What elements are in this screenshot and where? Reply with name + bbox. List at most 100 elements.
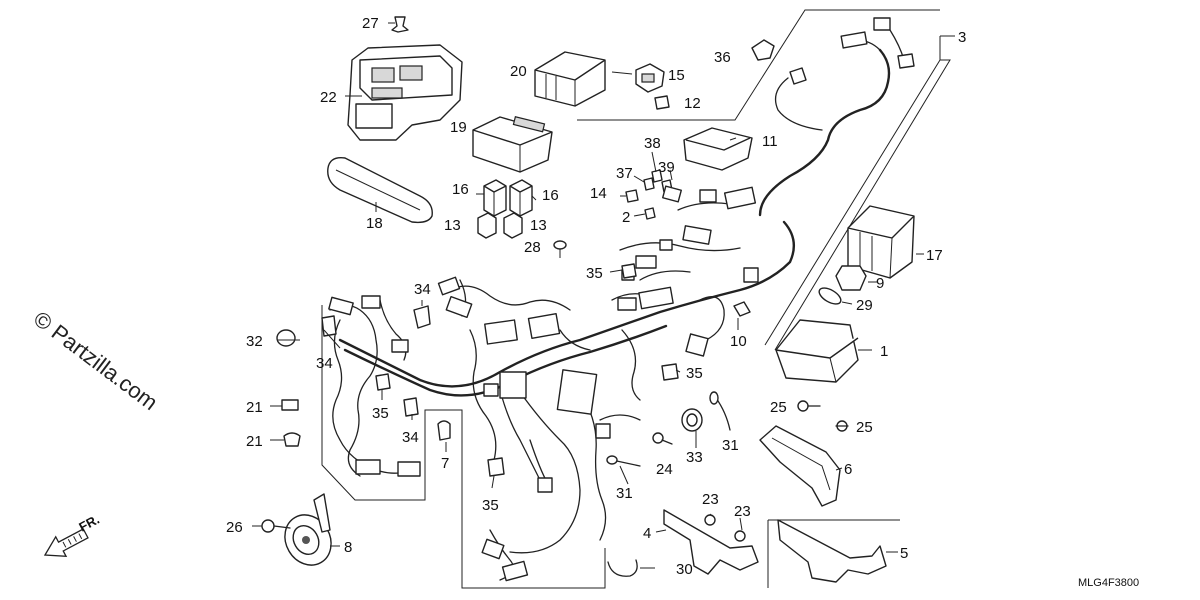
callout-13b: 13 [530, 217, 547, 234]
part-3-sub-harness[interactable] [758, 17, 915, 217]
part-16-relay-left[interactable] [483, 179, 507, 217]
part-37-fuse[interactable] [643, 177, 655, 191]
callout-30: 30 [676, 561, 693, 578]
callout-22: 22 [320, 89, 337, 106]
callout-23a: 23 [702, 491, 719, 508]
callout-34c: 34 [402, 429, 419, 446]
part-35-clamp-lower[interactable] [487, 457, 505, 477]
part-38-fuse[interactable] [651, 169, 663, 183]
callout-7: 7 [441, 455, 449, 472]
part-19-ecu[interactable] [472, 116, 553, 173]
part-15-connector[interactable] [635, 63, 665, 93]
part-28-screw[interactable] [553, 240, 567, 258]
part-8-horn[interactable] [276, 493, 340, 574]
callout-26: 26 [226, 519, 243, 536]
part-31-band-lower[interactable] [606, 455, 641, 467]
callout-21a: 21 [246, 399, 263, 416]
part-2-fuse[interactable] [644, 207, 656, 220]
callout-14: 14 [590, 185, 607, 202]
callout-35d: 35 [482, 497, 499, 514]
part-33-grommet[interactable] [681, 408, 703, 448]
part-24-bolt[interactable] [652, 432, 673, 445]
callout-34a: 34 [414, 281, 431, 298]
part-25-bolt-lower[interactable] [835, 420, 849, 432]
part-18-cover[interactable] [327, 157, 433, 224]
part-17-control-unit[interactable] [847, 205, 915, 279]
part-12-fuse[interactable] [654, 95, 670, 110]
callout-31b: 31 [616, 485, 633, 502]
callout-8: 8 [344, 539, 352, 556]
part-10-connector[interactable] [733, 301, 751, 330]
callout-24: 24 [656, 461, 673, 478]
part-34-clamp-lower[interactable] [403, 397, 419, 417]
leader-lines [252, 35, 955, 531]
part-34-clamp-left[interactable] [321, 315, 337, 337]
callout-9: 9 [876, 275, 884, 292]
part-13-relay-left[interactable] [477, 212, 497, 239]
part-20-module[interactable] [534, 51, 606, 107]
callout-23b: 23 [734, 503, 751, 520]
callout-27: 27 [362, 15, 379, 32]
part-9-connector[interactable] [835, 265, 878, 291]
callout-28: 28 [524, 239, 541, 256]
part-34-clamp-upper[interactable] [413, 305, 431, 329]
callout-20: 20 [510, 63, 527, 80]
callout-37: 37 [616, 165, 633, 182]
part-16-relay-right[interactable] [509, 179, 533, 217]
part-35-clamp-upper[interactable] [621, 263, 637, 279]
callout-16b: 16 [542, 187, 559, 204]
part-29-clip[interactable] [817, 285, 853, 307]
callout-3: 3 [958, 29, 966, 46]
front-direction-arrow: FR. [43, 512, 102, 557]
main-wire-harness[interactable] [328, 185, 796, 582]
callout-19: 19 [450, 119, 467, 136]
part-31-band-upper[interactable] [709, 391, 731, 431]
part-32-grommet[interactable] [276, 329, 296, 347]
part-21-clamp-lower[interactable] [283, 432, 301, 447]
part-7-clamp[interactable] [437, 420, 451, 452]
callout-1: 1 [880, 343, 888, 360]
part-1-regulator[interactable] [775, 319, 872, 383]
callout-5: 5 [900, 545, 908, 562]
callout-18: 18 [366, 215, 383, 232]
callout-36: 36 [714, 49, 731, 66]
part-23-bolt-right[interactable] [734, 530, 746, 542]
part-36-clip[interactable] [751, 39, 775, 61]
callout-38: 38 [644, 135, 661, 152]
callout-2: 2 [622, 209, 630, 226]
callout-33: 33 [686, 449, 703, 466]
callout-15: 15 [668, 67, 685, 84]
part-13-relay-right[interactable] [503, 212, 523, 239]
callout-21b: 21 [246, 433, 263, 450]
part-14-fuse[interactable] [625, 189, 639, 203]
callout-25b: 25 [856, 419, 873, 436]
callout-25a: 25 [770, 399, 787, 416]
part-4-stay[interactable] [655, 509, 759, 575]
callout-10: 10 [730, 333, 747, 350]
group-frames [321, 9, 955, 589]
part-27-clip[interactable] [388, 16, 409, 33]
diagram-code: MLG4F3800 [1078, 577, 1139, 589]
callout-31a: 31 [722, 437, 739, 454]
callout-16a: 16 [452, 181, 469, 198]
part-23-bolt-left[interactable] [704, 514, 716, 526]
callout-6: 6 [844, 461, 852, 478]
part-25-bolt-upper[interactable] [797, 400, 821, 412]
callout-labels: 1 2 3 4 5 6 7 8 9 10 11 12 13 13 14 15 1… [226, 15, 1139, 589]
part-35-clamp-right[interactable] [661, 363, 679, 381]
callout-11: 11 [762, 133, 778, 150]
part-35-clamp-left[interactable] [375, 373, 391, 391]
callout-35b: 35 [372, 405, 389, 422]
callout-12: 12 [684, 95, 701, 112]
part-22-relay-box[interactable] [345, 44, 463, 141]
part-30-band[interactable] [607, 559, 655, 577]
callout-34b: 34 [316, 355, 333, 372]
part-11-fuse-box-cover[interactable] [683, 127, 753, 171]
part-21-clamp-upper[interactable] [270, 399, 299, 411]
callout-13a: 13 [444, 217, 461, 234]
part-6-bracket[interactable] [759, 425, 841, 507]
svg-text:© Partzilla.com: © Partzilla.com [29, 306, 162, 415]
part-5-stay[interactable] [777, 519, 898, 583]
